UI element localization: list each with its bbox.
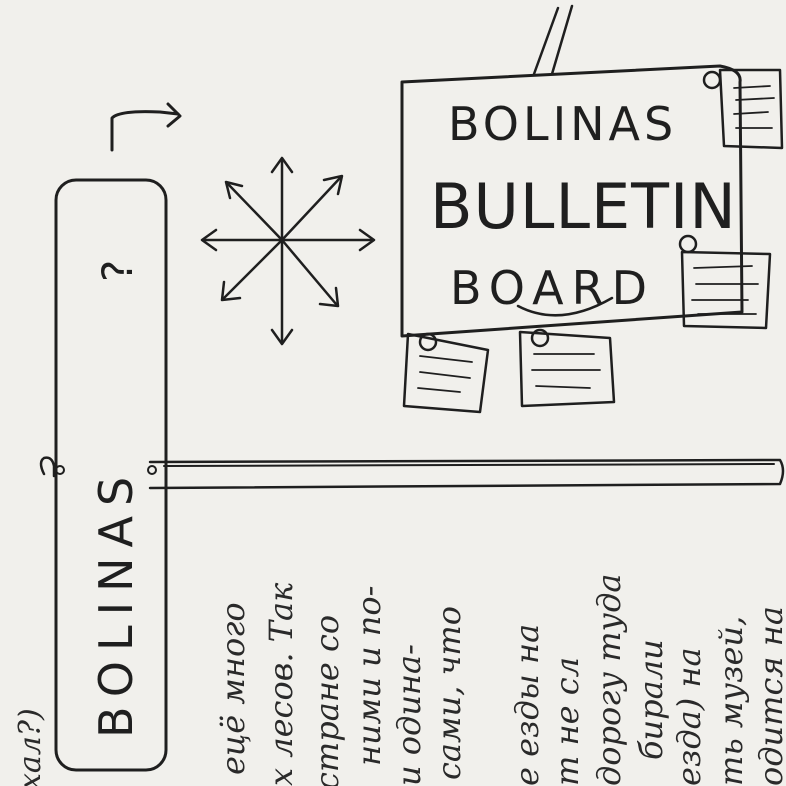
handwriting-line: х лесов. Так: [262, 582, 300, 786]
sign-text: BOLINAS: [89, 467, 143, 738]
board-title-line2: BULLETIN: [430, 170, 737, 243]
handwriting-line: сами, что: [430, 606, 468, 780]
handwriting-line: ть музей,: [712, 616, 750, 786]
handwriting-line: стране со: [308, 615, 346, 786]
handwriting-line: дорогу туда: [590, 574, 628, 786]
board-title-line3: BOARD: [450, 261, 655, 315]
handwriting-line: е езды на: [508, 624, 546, 786]
question-mark: ?: [93, 260, 142, 282]
handwriting-line: хал?): [13, 708, 48, 786]
handwriting-line: ецё много: [214, 602, 252, 775]
handwriting-line: ними и по-: [350, 586, 388, 766]
handwriting-line: т не сл: [548, 657, 586, 786]
handwriting-line: езда) на: [670, 647, 708, 786]
handwriting-line: бирали: [632, 639, 670, 760]
handwriting-line: и одина-: [390, 644, 428, 786]
handwriting-line: одится на: [752, 606, 786, 786]
board-title-line1: BOLINAS: [448, 97, 677, 151]
